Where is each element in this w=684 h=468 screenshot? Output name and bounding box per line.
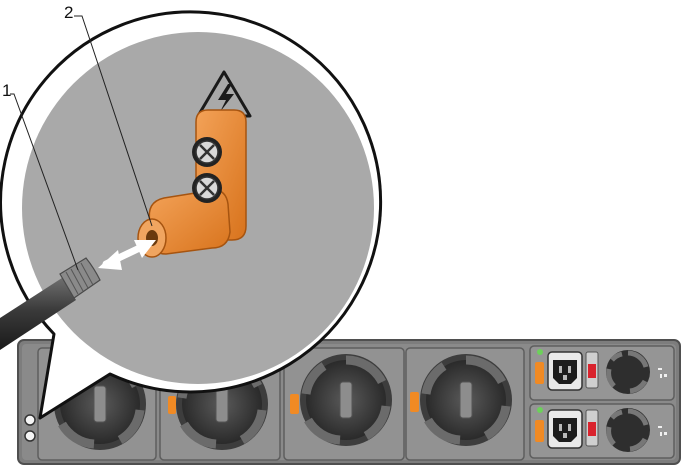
power-supply-2[interactable] (530, 404, 674, 458)
power-inlet-icon[interactable] (548, 410, 582, 448)
fan-icon (606, 408, 650, 452)
fan-icon (300, 354, 392, 446)
power-inlet-icon[interactable] (548, 352, 582, 390)
fan-icon (420, 354, 512, 446)
psu-latch[interactable] (588, 422, 596, 436)
fan-module-4[interactable] (406, 348, 524, 460)
power-supply-1[interactable] (530, 346, 674, 400)
psu-latch[interactable] (588, 364, 596, 378)
status-led (537, 349, 543, 355)
fan-release-tab[interactable] (168, 396, 176, 414)
status-led (537, 407, 543, 413)
callout-number-2: 2 (64, 3, 73, 22)
fan-release-tab[interactable] (290, 394, 299, 414)
lug-screw-top (192, 137, 222, 167)
callout-number-1: 1 (2, 81, 11, 100)
lug-screw-bottom (192, 173, 222, 203)
fan-module-3[interactable] (284, 348, 404, 460)
psu-release-tab[interactable] (535, 362, 544, 384)
fan-release-tab[interactable] (410, 392, 419, 412)
psu-release-tab[interactable] (535, 420, 544, 442)
fan-icon (606, 350, 650, 394)
